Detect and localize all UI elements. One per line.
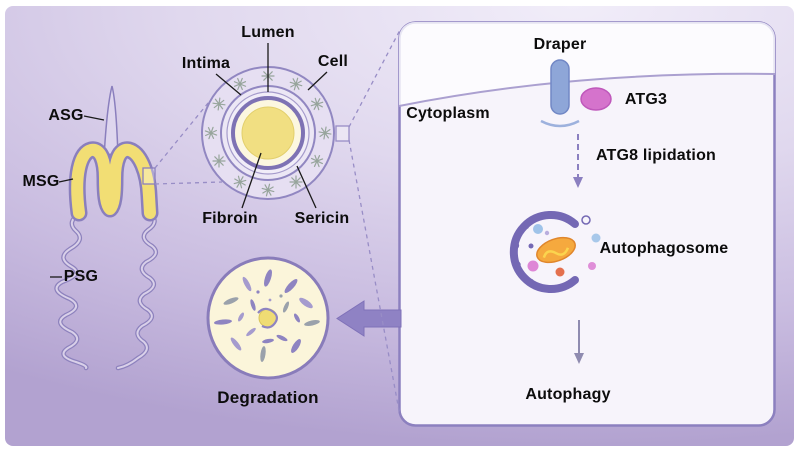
draper-receptor bbox=[550, 59, 570, 115]
degradation-debris bbox=[214, 269, 320, 362]
magnification-lines-panel bbox=[335, 29, 401, 417]
msg-label: MSG bbox=[22, 173, 60, 190]
msg-silk-tube bbox=[68, 141, 159, 222]
degradation-label: Degradation bbox=[217, 388, 319, 407]
fibroin-label: Fibroin bbox=[202, 210, 258, 227]
big-left-arrow bbox=[336, 300, 402, 337]
asg-label: ASG bbox=[48, 107, 84, 124]
degradation-core bbox=[257, 307, 279, 329]
down-arrow-autophagy bbox=[574, 320, 584, 364]
autophagosome-illustration bbox=[509, 211, 601, 293]
autophagy-label: Autophagy bbox=[525, 386, 611, 403]
atg3-protein bbox=[580, 87, 612, 111]
cross-section-pointer-lines bbox=[215, 43, 328, 209]
lumen-label: Lumen bbox=[241, 24, 295, 41]
intima-label: Intima bbox=[181, 55, 231, 72]
atg3-label: ATG3 bbox=[624, 91, 668, 108]
zoom-box-circle bbox=[335, 125, 350, 142]
atg8-lipidation-label: ATG8 lipidation bbox=[595, 147, 717, 164]
fibroin-core bbox=[241, 106, 295, 160]
degradation-illustration bbox=[206, 256, 330, 380]
psg-ducts bbox=[54, 210, 159, 371]
cell-label: Cell bbox=[317, 53, 349, 70]
sericin-label: Sericin bbox=[294, 210, 350, 227]
mitochondrion-icon bbox=[536, 236, 576, 264]
draper-label: Draper bbox=[533, 36, 587, 53]
psg-label: PSG bbox=[63, 268, 99, 285]
receptor-under-arc bbox=[540, 119, 580, 128]
silk-gland-illustration bbox=[50, 85, 223, 371]
cytoplasm-label: Cytoplasm bbox=[406, 105, 490, 122]
autophagosome-label: Autophagosome bbox=[599, 240, 729, 257]
cross-section-illustration bbox=[201, 43, 335, 209]
cell-panel bbox=[398, 21, 776, 427]
dashed-arrow-atg8 bbox=[573, 134, 583, 188]
gland-pointer-lines bbox=[50, 115, 105, 278]
